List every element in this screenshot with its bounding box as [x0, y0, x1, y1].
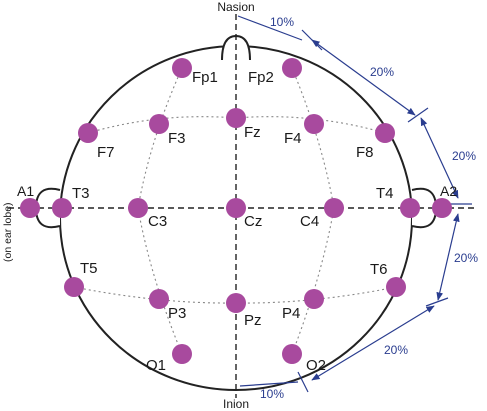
label-f8: F8 — [356, 144, 374, 161]
label-t6: T6 — [370, 261, 388, 278]
electrode-t5 — [64, 277, 84, 297]
label-cz: Cz — [244, 213, 262, 230]
label-fp1: Fp1 — [192, 69, 218, 86]
pct-upper-right: 20% — [370, 65, 394, 79]
electrode-c3 — [128, 198, 148, 218]
electrode-p4 — [304, 289, 324, 309]
label-t3: T3 — [72, 185, 90, 202]
electrode-a2 — [432, 198, 452, 218]
label-o1: O1 — [146, 357, 166, 374]
electrode-fp2 — [282, 58, 302, 78]
electrode-dots — [20, 58, 452, 364]
electrode-a1 — [20, 198, 40, 218]
pct-top: 10% — [270, 15, 294, 29]
label-c4: C4 — [300, 213, 319, 230]
electrode-pz — [226, 293, 246, 313]
pct-lower-right: 20% — [384, 343, 408, 357]
label-c3: C3 — [148, 213, 167, 230]
label-fp2: Fp2 — [248, 69, 274, 86]
electrode-cz — [226, 198, 246, 218]
inion-label: Inion — [223, 397, 249, 411]
electrode-f3 — [149, 114, 169, 134]
electrode-c4 — [324, 198, 344, 218]
label-p4: P4 — [282, 305, 300, 322]
measurement-lines — [237, 15, 472, 393]
electrode-fz — [226, 108, 246, 128]
label-t4: T4 — [376, 185, 394, 202]
electrode-f8 — [375, 123, 395, 143]
pct-right-lower: 20% — [454, 251, 478, 265]
pct-right-upper: 20% — [452, 149, 476, 163]
electrode-t4 — [400, 198, 420, 218]
electrode-fp1 — [172, 58, 192, 78]
label-a1: A1 — [17, 183, 34, 199]
label-pz: Pz — [244, 312, 262, 329]
label-o2: O2 — [306, 357, 326, 374]
electrode-t3 — [52, 198, 72, 218]
electrode-o2 — [282, 344, 302, 364]
electrode-f4 — [304, 114, 324, 134]
ear-lobe-note: (on ear lobe) — [2, 202, 14, 262]
label-t5: T5 — [80, 260, 98, 277]
label-p3: P3 — [168, 305, 186, 322]
label-a2: A2 — [440, 183, 457, 199]
label-fz: Fz — [244, 124, 261, 141]
label-f3: F3 — [168, 130, 186, 147]
electrode-f7 — [78, 123, 98, 143]
label-f4: F4 — [284, 130, 302, 147]
electrode-t6 — [386, 277, 406, 297]
label-f7: F7 — [97, 144, 115, 161]
electrode-o1 — [172, 344, 192, 364]
pct-bottom: 10% — [260, 387, 284, 401]
electrode-p3 — [149, 289, 169, 309]
nasion-label: Nasion — [217, 0, 254, 14]
